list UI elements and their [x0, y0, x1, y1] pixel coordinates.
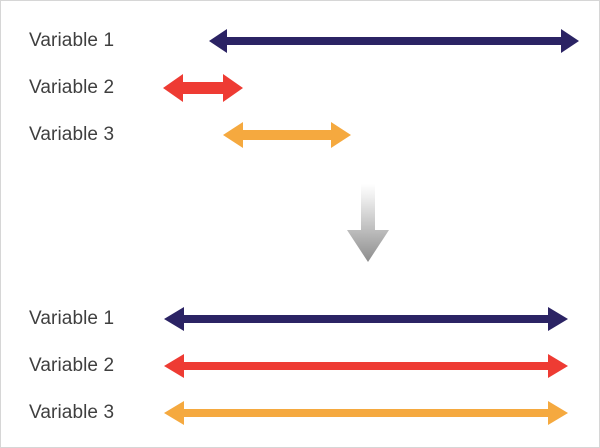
row-variable-3-after: Variable 3 [1, 393, 599, 433]
label-variable-3-before: Variable 3 [29, 124, 115, 145]
label-variable-2-after: Variable 2 [29, 355, 115, 376]
panel-after-scaling: Variable 1 Variable 2 Variable 3 [1, 286, 599, 447]
row-variable-2-after: Variable 2 [1, 346, 599, 386]
label-variable-3-after: Variable 3 [29, 402, 115, 423]
transition-down-arrow [342, 184, 394, 264]
label-variable-1-before: Variable 1 [29, 30, 115, 51]
row-variable-1-before: Variable 1 [1, 21, 599, 61]
row-variable-3-before: Variable 3 [1, 115, 599, 155]
double-arrow-icon [163, 74, 243, 102]
label-variable-2-before: Variable 2 [29, 77, 115, 98]
arrow-variable-1-after [158, 299, 574, 339]
label-variable-1-after: Variable 1 [29, 308, 115, 329]
arrow-variable-1-before [201, 21, 579, 61]
row-variable-2-before: Variable 2 [1, 68, 599, 108]
double-arrow-icon [223, 122, 351, 148]
arrow-variable-2-before [159, 68, 247, 108]
double-arrow-icon [164, 401, 568, 425]
arrow-variable-3-before [219, 115, 355, 155]
arrow-variable-3-after [158, 393, 574, 433]
panel-before-scaling: Variable 1 Variable 2 Variable 3 [1, 1, 599, 176]
double-arrow-icon [164, 354, 568, 378]
arrow-variable-2-after [158, 346, 574, 386]
down-arrow-icon [347, 184, 389, 262]
double-arrow-icon [209, 29, 579, 53]
double-arrow-icon [164, 307, 568, 331]
row-variable-1-after: Variable 1 [1, 299, 599, 339]
